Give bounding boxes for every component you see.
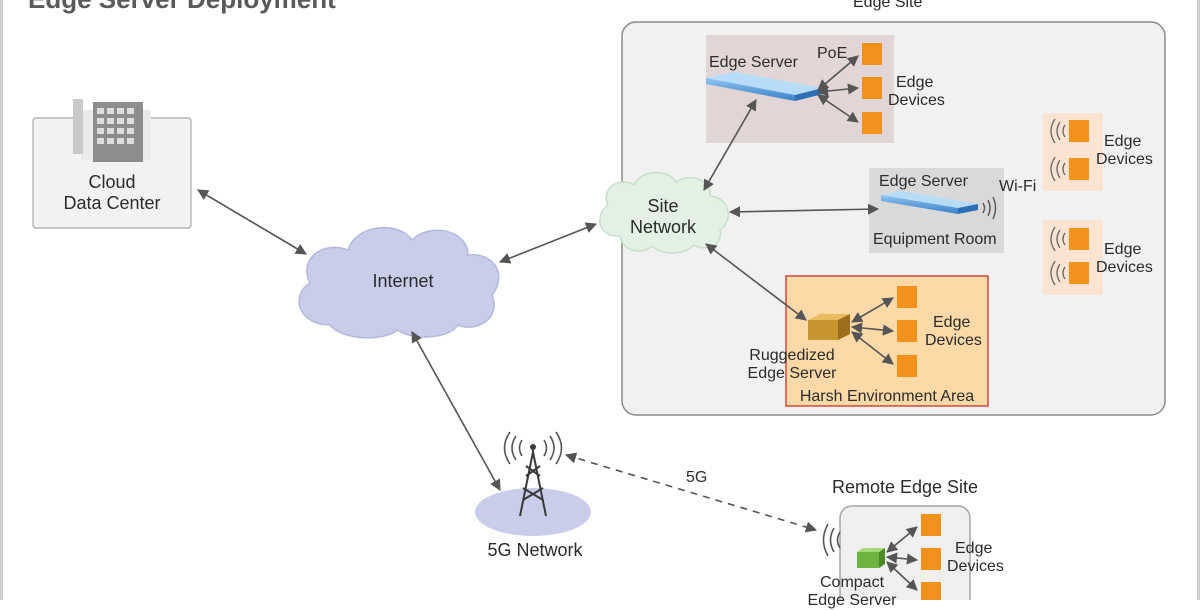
diagram-title: Edge Server Deployment: [28, 0, 336, 15]
edge-device-icon: [862, 112, 882, 134]
equipment-room-zone: [869, 168, 1004, 253]
edge-device-icon: [897, 320, 917, 342]
5g-network-label: 5G Network: [487, 540, 583, 560]
poe-label: PoE: [817, 45, 848, 62]
remote-wifi-icon: [822, 523, 841, 557]
edge-device-icon: [1069, 120, 1089, 142]
connection-lines: [197, 55, 919, 591]
tower-signal-icon: [503, 431, 563, 465]
equipment-room-wifi-icon: [982, 196, 997, 220]
remote-edge-site-title: Remote Edge Site: [831, 477, 979, 497]
edge-device-icon: [1069, 262, 1089, 284]
5g-coverage-ellipse: [475, 488, 591, 536]
main-edge-server-label: Edge Server: [709, 54, 798, 71]
wifi-label: Wi-Fi: [999, 178, 1037, 195]
edge-device-icon: [897, 286, 917, 308]
5g-link-label: 5G: [686, 469, 708, 486]
link-sitenetwork-rugged: [705, 243, 807, 321]
edge-device-icon: [921, 514, 941, 536]
edge-device-icon: [1069, 158, 1089, 180]
edge-device-icon: [897, 355, 917, 377]
harsh-area-devices-label: Edge Devices: [925, 314, 982, 349]
equipment-room-label: Equipment Room: [873, 231, 997, 248]
edge-device-icon: [862, 43, 882, 65]
site-network-cloud: [599, 171, 730, 254]
edge-device-icon: [862, 77, 882, 99]
link-5g-remote: [564, 452, 818, 533]
left-frame-border: [0, 0, 3, 600]
ruggedized-server-label: Ruggedized Edge Server: [747, 347, 837, 382]
link-internet-5g: [411, 331, 501, 491]
link-sitenetwork-equipmentroom: [728, 203, 880, 218]
edge-server-equipment-room-icon: [881, 191, 978, 214]
harsh-environment-label: Harsh Environment Area: [799, 388, 975, 405]
edge-device-icons: [862, 43, 1089, 600]
tower-top-icon: [530, 444, 536, 450]
compact-server-label: Compact Edge Server: [807, 574, 897, 609]
edge-device-icon: [921, 548, 941, 570]
edge-device-icon: [1069, 228, 1089, 250]
internet-label: Internet: [372, 271, 434, 291]
cloud-data-center-label: Cloud Data Center: [63, 172, 161, 213]
equipment-room-server-label: Edge Server: [879, 173, 968, 190]
poe-devices-label: Edge Devices: [888, 74, 945, 109]
site-network-label: Site Network: [629, 196, 696, 237]
compact-edge-server-icon: [857, 548, 885, 568]
device-wifi-icons: [1050, 118, 1066, 286]
cell-tower-icon: [519, 445, 547, 517]
ruggedized-edge-server-icon: [808, 314, 850, 340]
remote-devices-label: Edge Devices: [947, 540, 1004, 575]
right-frame-border: [1197, 0, 1200, 600]
link-datacenter-internet: [197, 189, 307, 255]
link-sitenetwork-edgeserver: [703, 99, 757, 191]
wifi-devices-label-1: Edge Devices: [1096, 133, 1153, 168]
link-internet-sitenetwork: [498, 222, 598, 264]
edge-device-icon: [921, 582, 941, 600]
edge-site-title: Edge Site: [853, 0, 923, 11]
wifi-devices-label-2: Edge Devices: [1096, 241, 1153, 276]
edge-server-main-icon: [706, 72, 823, 101]
building-icon: [73, 99, 151, 162]
